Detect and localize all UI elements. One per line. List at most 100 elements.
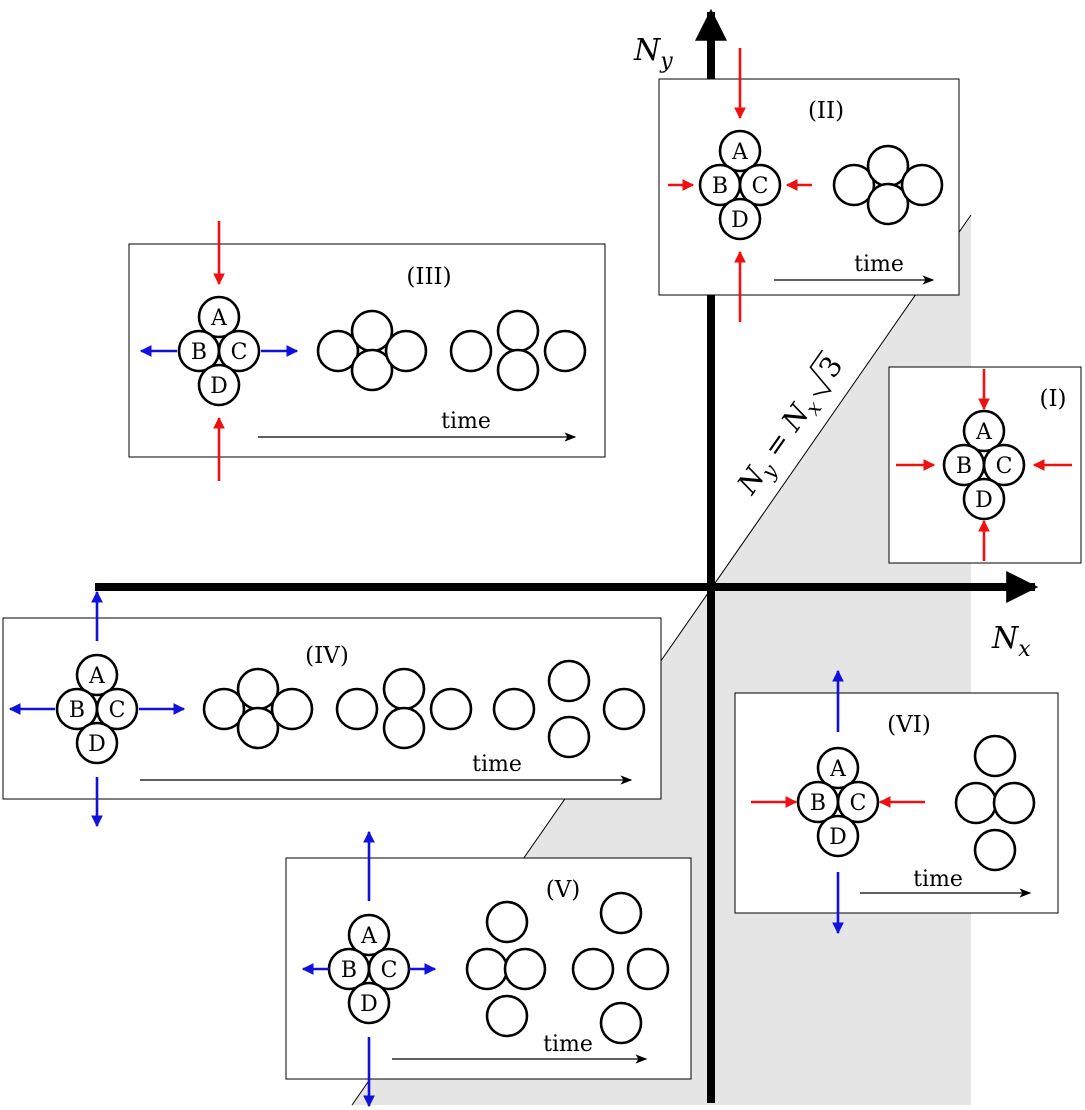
particle-d [718, 197, 762, 241]
panel-title-3: (III) [406, 264, 451, 290]
particle-c [836, 780, 880, 824]
particle-label-d: D [360, 992, 378, 1017]
snapshot-particle [543, 329, 587, 373]
snapshot-particle [496, 309, 540, 353]
particle-label-a: A [731, 140, 749, 165]
snapshot-particle [866, 182, 910, 226]
particle-label-b: B [810, 791, 826, 816]
snapshot-particle [236, 706, 280, 750]
time-arrow-4: time [140, 752, 633, 785]
x-axis-label: Nx [991, 621, 1031, 662]
panel-title-2: (II) [808, 98, 844, 124]
particle-label-c: C [231, 340, 248, 365]
particle-d [962, 477, 1006, 521]
particle-a [816, 746, 860, 790]
snapshot-particle [316, 329, 360, 373]
p4-snapshot-1 [202, 667, 314, 750]
time-arrow-2: time [774, 252, 935, 285]
svg-text:time: time [441, 409, 491, 434]
svg-text:3: 3 [812, 350, 849, 384]
particle-label-b: B [712, 174, 728, 199]
p3-snapshot-1 [316, 309, 428, 392]
snapshot-particle [602, 687, 646, 731]
snapshot-particle [547, 659, 591, 703]
snapshot-particle [900, 163, 944, 207]
snapshot-particle [270, 687, 314, 731]
particle-label-d: D [731, 208, 749, 233]
evolution-snapshots [202, 144, 1036, 1045]
particle-label-c: C [109, 698, 126, 723]
svg-text:time: time [472, 752, 522, 777]
snapshot-particle [449, 329, 493, 373]
particle-label-b: B [191, 340, 207, 365]
particle-label-d: D [88, 732, 106, 757]
snapshot-particle [429, 687, 473, 731]
particle-c [982, 443, 1026, 487]
p3-snapshot-2 [449, 309, 587, 392]
snapshot-particle [626, 947, 670, 991]
snapshot-particle [547, 715, 591, 759]
snapshot-particle [992, 781, 1036, 825]
time-arrow-6: time [860, 867, 1032, 898]
particle-label-b: B [956, 454, 972, 479]
particle-c [217, 329, 261, 373]
panel-title-1: (I) [1039, 386, 1066, 412]
particle-label-c: C [850, 791, 867, 816]
p4-snapshot-3 [492, 659, 646, 759]
particle-a [962, 409, 1006, 453]
particle-c [738, 163, 782, 207]
snapshot-particle [571, 947, 615, 991]
particle-label-d: D [829, 825, 847, 850]
snapshot-particle [973, 828, 1017, 872]
particle-a [718, 129, 762, 173]
snapshot-particle [382, 706, 426, 750]
particle-label-c: C [996, 454, 1013, 479]
p5-snapshot-2 [571, 891, 670, 1045]
particle-a [347, 913, 391, 957]
svg-text:time: time [543, 1032, 593, 1057]
p5-snapshot-1 [465, 900, 547, 1038]
particle-c [95, 687, 139, 731]
particle-d [75, 721, 119, 765]
sqrt-sign [809, 349, 832, 396]
snapshot-particle [350, 348, 394, 392]
snapshot-particle [832, 163, 876, 207]
snapshot-particle [973, 734, 1017, 778]
svg-text:time: time [854, 252, 904, 277]
snapshot-particle [485, 900, 529, 944]
particle-d [347, 981, 391, 1025]
particle-label-a: A [88, 664, 106, 689]
time-arrow-5: time [392, 1032, 648, 1064]
particle-label-a: A [975, 420, 993, 445]
snapshot-particle [202, 687, 246, 731]
particle-label-a: A [829, 757, 847, 782]
snapshot-particle [599, 1001, 643, 1045]
snapshot-particle [492, 687, 536, 731]
p4-snapshot-2 [335, 667, 473, 750]
snapshot-particle [599, 891, 643, 935]
particle-label-b: B [341, 958, 357, 983]
particle-a [197, 295, 241, 339]
y-axis-label: Ny [633, 33, 673, 74]
particle-label-d: D [210, 374, 228, 399]
particle-label-d: D [975, 488, 993, 513]
particle-label-b: B [69, 698, 85, 723]
panel-title-5: (V) [546, 877, 581, 903]
particle-d [197, 363, 241, 407]
snapshot-particle [335, 687, 379, 731]
panel-title-4: (IV) [305, 643, 349, 669]
particle-label-c: C [752, 174, 769, 199]
snapshot-particle [503, 947, 547, 991]
snapshot-particle [496, 348, 540, 392]
particle-a [75, 653, 119, 697]
snapshot-particle [382, 667, 426, 711]
p2-snapshot-1 [832, 144, 944, 226]
svg-text:time: time [913, 867, 963, 892]
